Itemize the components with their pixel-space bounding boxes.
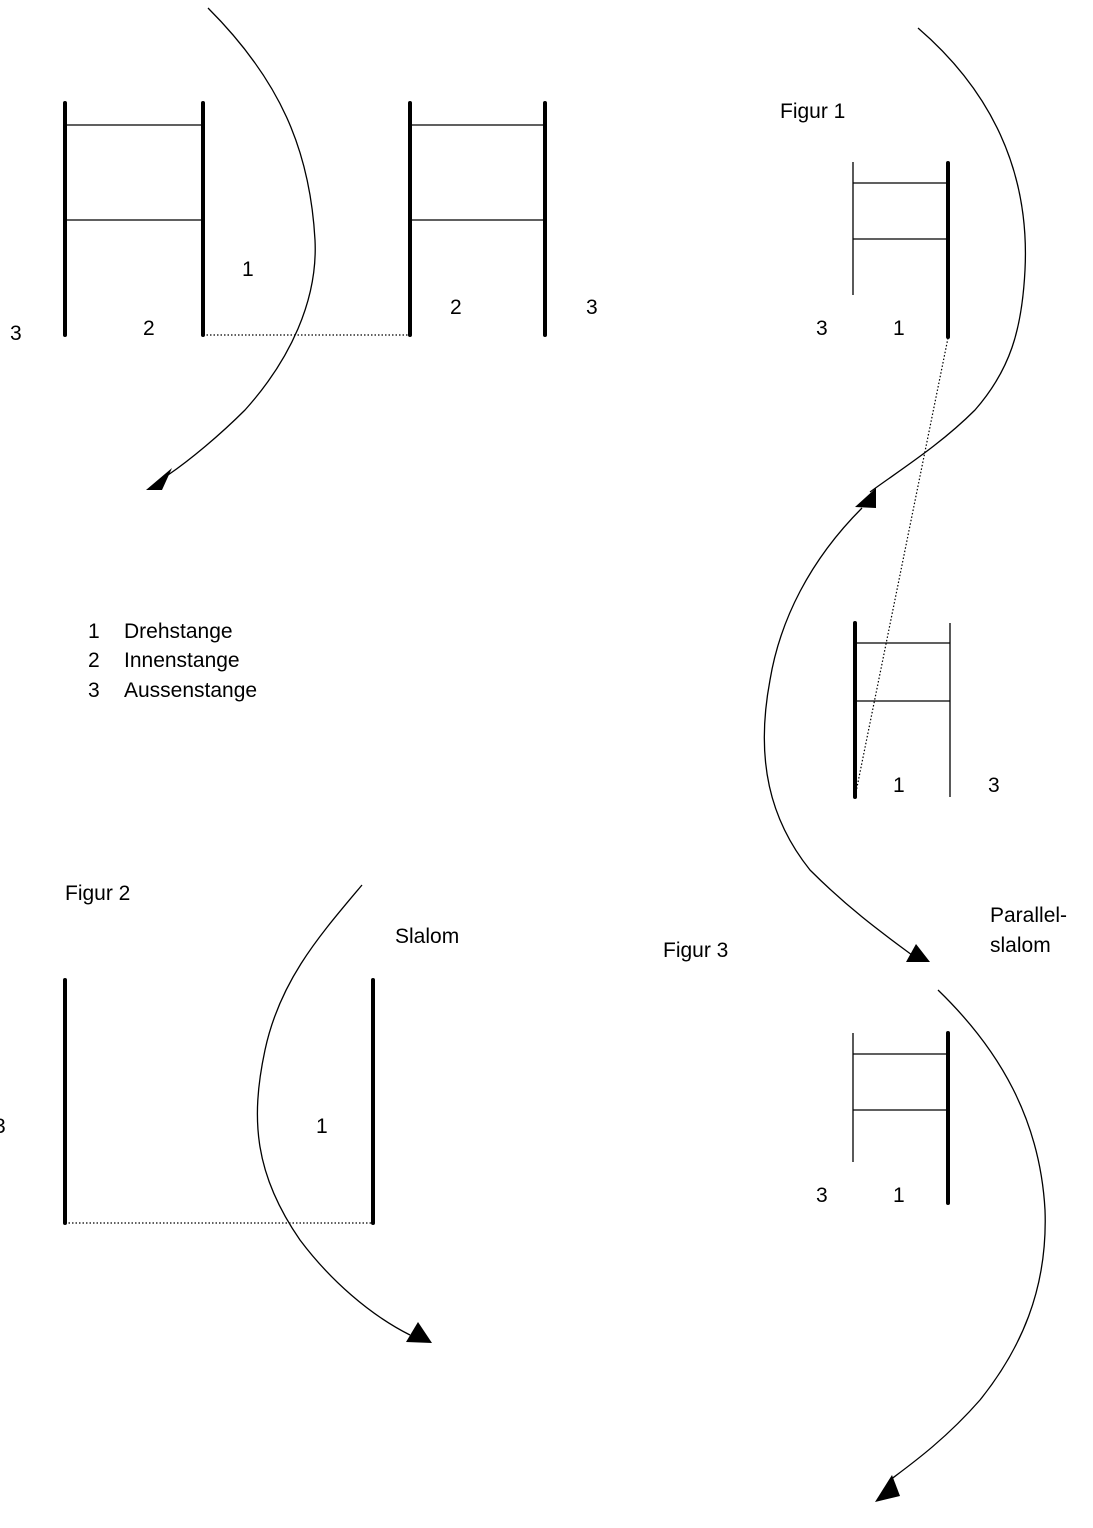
ski-path [869,27,1027,493]
gate-number: 2 [450,296,462,319]
figure-title: Figur 1 [780,100,845,123]
arrow-head-icon [146,468,172,490]
gate-number: 3 [816,1184,828,1207]
ski-path [763,507,913,956]
arrow-head-icon [406,1322,432,1343]
gate-number: 3 [816,317,828,340]
figur-3: Figur 3 Parallel- slalom 3 1 [663,904,1067,1502]
arrow-head-icon [906,944,930,962]
figur-1: Figur 1 3 1 1 3 [763,27,1027,962]
legend-number: 3 [88,679,100,702]
legend-text: Innenstange [124,649,240,672]
ski-path [889,989,1046,1481]
gate-number: 1 [893,317,905,340]
arrow-head-icon [875,1475,900,1502]
arrow-head-icon [855,488,876,508]
legend-number: 1 [88,620,100,643]
gate-number: 1 [893,774,905,797]
figure-title: Figur 3 [663,939,728,962]
figure-title: Figur 2 [65,882,130,905]
legend-text: Aussenstange [124,679,257,702]
ski-path [256,884,411,1336]
gate-line [854,337,949,798]
legend-text: Drehstange [124,620,233,643]
gate-number: 3 [0,1115,6,1138]
top-left-gate-pair: 3 2 1 2 3 [10,7,598,490]
gate-number: 1 [242,258,254,281]
legend-number: 2 [88,649,100,672]
parallel-label: slalom [990,934,1051,957]
slalom-label: Slalom [395,925,459,948]
gate-number: 3 [10,322,22,345]
figur-2: Figur 2 Slalom 3 1 [0,882,459,1343]
gate-number: 3 [988,774,1000,797]
gate-number: 1 [893,1184,905,1207]
gate-number: 3 [586,296,598,319]
legend: 1 Drehstange 2 Innenstange 3 Aussenstang… [88,620,257,702]
gate-number: 2 [143,317,155,340]
gate-number: 1 [316,1115,328,1138]
ski-path [167,7,316,476]
parallel-label: Parallel- [990,904,1067,927]
